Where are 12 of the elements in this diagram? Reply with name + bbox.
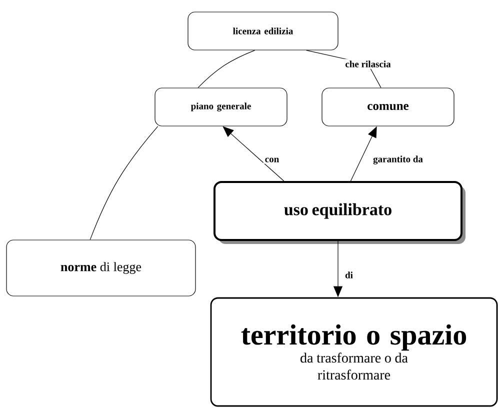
connector-line [90, 126, 158, 240]
concept-box: licenza edilizia [188, 12, 338, 50]
edge-label: garantito da [372, 154, 424, 166]
edge-label: di [344, 270, 354, 280]
concept-box: comune [322, 88, 454, 126]
concept-box: piano generale [154, 88, 288, 126]
edge-label: con [263, 156, 281, 164]
concept-box: uso equilibrato [214, 181, 466, 244]
concept-box: norme di legge [6, 240, 196, 296]
connector-line [198, 50, 256, 88]
edge-label: che rilascia [344, 59, 392, 69]
concept-box: territorio o spazio da trasformare o da ritrasformare [210, 297, 498, 407]
